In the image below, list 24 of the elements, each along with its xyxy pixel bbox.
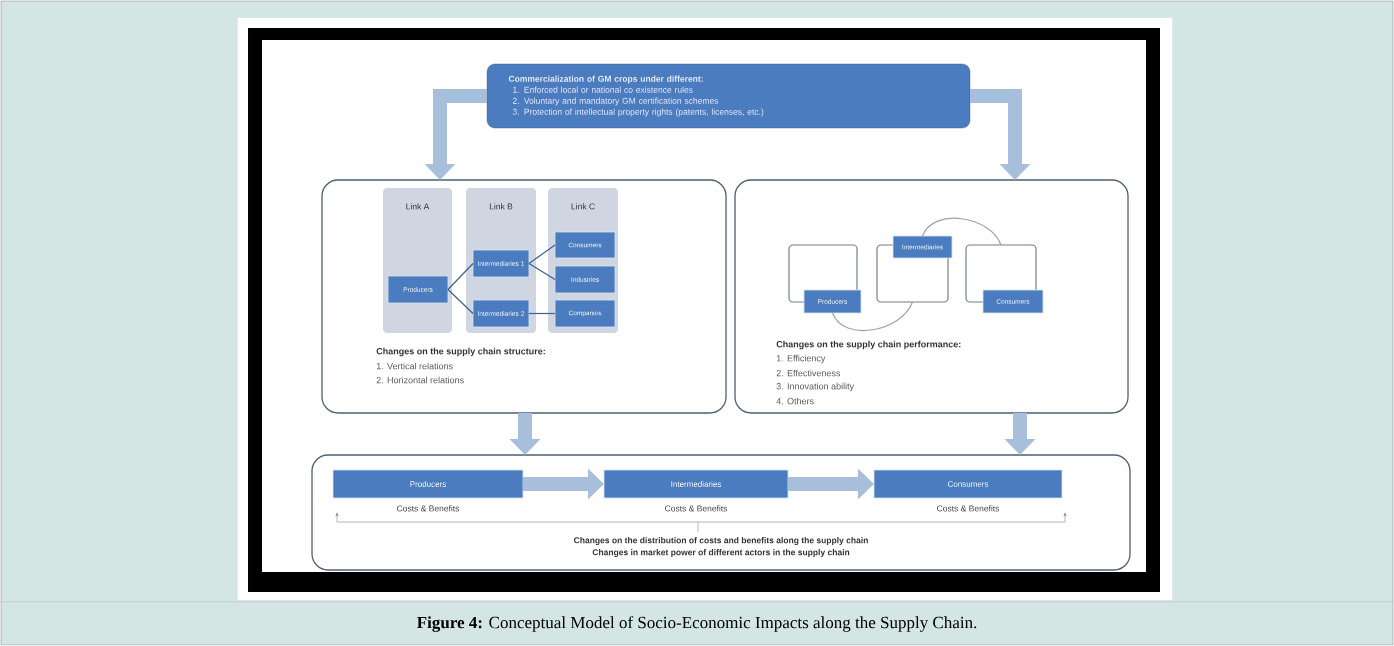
connector-line (528, 262, 556, 281)
beside-label: Costs & Benefits (937, 505, 1000, 512)
heading-box: Commercialization of GM crops under different: 1. Enforced local or national co existence rules 2. Voluntary and mandatory GM certification schemes 3. Protection of intellectual property rights (patents, licenses, etc.) (486, 63, 971, 129)
connector-line (447, 288, 474, 315)
list-heading: Changes on the supply chain structure: (376, 347, 545, 357)
beside-label: Costs & Benefits (397, 505, 460, 512)
list-item: 2. Horizontal relations (376, 376, 464, 384)
caption-line: Changes in market power of different actors in the supply chain (592, 549, 850, 557)
connector-line (528, 244, 556, 265)
list-item: 4. Others (776, 397, 814, 405)
list-item: 2. Effectiveness (776, 369, 841, 377)
caption-line: Changes on the distribution of costs and benefits along the supply chain (574, 537, 868, 545)
list-heading: Changes on the supply chain performance: (776, 340, 961, 350)
actor-box: Intermediaries (603, 469, 789, 499)
connector-line (447, 262, 474, 291)
actor-box: Consumers (873, 469, 1063, 499)
figure-caption: Figure 4: Conceptual Model of Socio-Economic Impacts along the Supply Chain. (417, 616, 977, 632)
connector-line (528, 312, 556, 315)
list-item: 1. Vertical relations (376, 362, 453, 370)
list-item: 3. Innovation ability (776, 382, 855, 392)
actor-box: Producers (332, 469, 524, 499)
list-item: 1. Efficiency (776, 354, 826, 364)
block-arrow (970, 89, 1031, 180)
beside-label: Costs & Benefits (665, 505, 728, 512)
